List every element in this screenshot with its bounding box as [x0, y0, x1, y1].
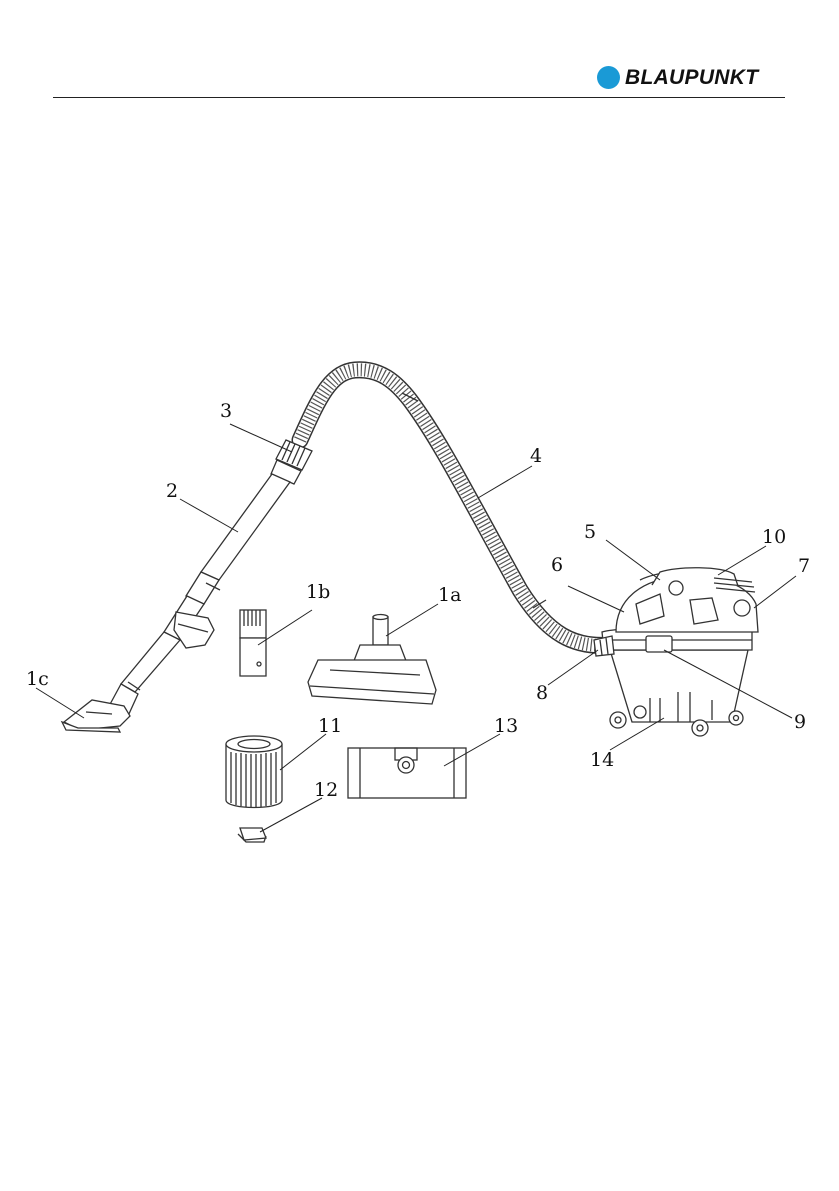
- callout-14: 14: [590, 749, 614, 771]
- floor-nozzle: [308, 615, 436, 705]
- callout-9: 9: [794, 711, 806, 733]
- callout-12: 12: [314, 779, 338, 801]
- upholstery-brush: [240, 610, 266, 676]
- callout-2: 2: [166, 480, 178, 502]
- callout-4: 4: [530, 445, 542, 467]
- crevice-nozzle: [62, 684, 138, 732]
- callout-5: 5: [584, 521, 596, 543]
- callout-11: 11: [318, 715, 342, 737]
- callout-6: 6: [551, 554, 563, 576]
- callout-1a: 1a: [438, 584, 461, 606]
- vacuum-body: [594, 568, 758, 736]
- callout-8: 8: [536, 682, 548, 704]
- cartridge-filter: [226, 736, 282, 808]
- callout-10: 10: [762, 526, 786, 548]
- callout-1c: 1c: [26, 668, 49, 690]
- dust-bag: [348, 748, 466, 798]
- callout-1b: 1b: [306, 581, 330, 603]
- filter-retainer: [238, 828, 266, 842]
- callout-3: 3: [220, 400, 232, 422]
- callout-7: 7: [798, 555, 810, 577]
- callout-13: 13: [494, 715, 518, 737]
